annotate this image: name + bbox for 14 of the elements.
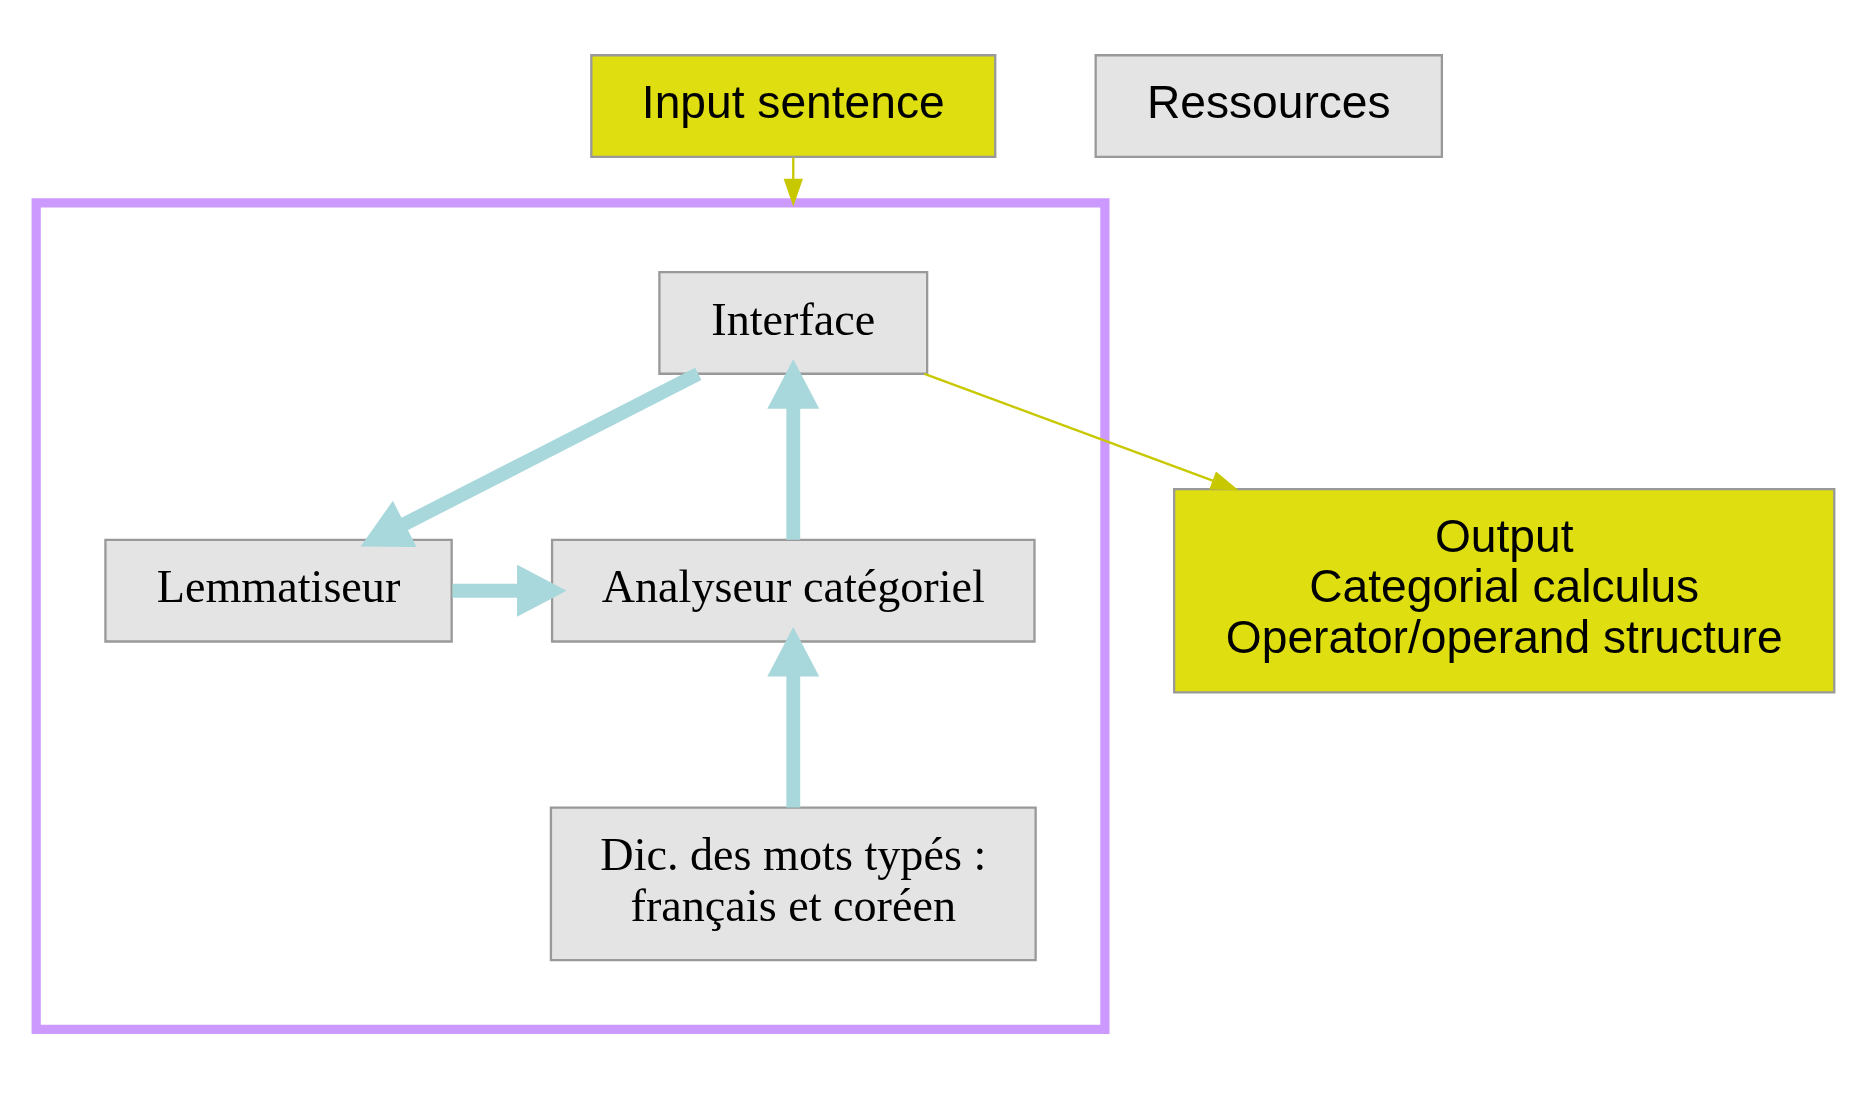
node-box: Dic. des mots typés : français et coréen bbox=[549, 806, 1037, 962]
node-box: Ressources bbox=[1094, 54, 1444, 158]
node-box: Output Categorial calculus Operator/operand structure bbox=[1172, 488, 1836, 694]
node-box: Input sentence bbox=[590, 54, 997, 158]
cluster bbox=[31, 198, 1110, 1034]
arrow bbox=[783, 157, 803, 207]
arrow bbox=[767, 359, 820, 540]
node-box: Lemmatiseur bbox=[104, 538, 453, 643]
arrow bbox=[767, 627, 820, 808]
node-box: Analyseur catégoriel bbox=[550, 538, 1036, 643]
arrow bbox=[924, 372, 1239, 491]
arrow bbox=[360, 367, 702, 548]
node-box: Interface bbox=[658, 271, 929, 375]
arrow bbox=[452, 564, 567, 617]
